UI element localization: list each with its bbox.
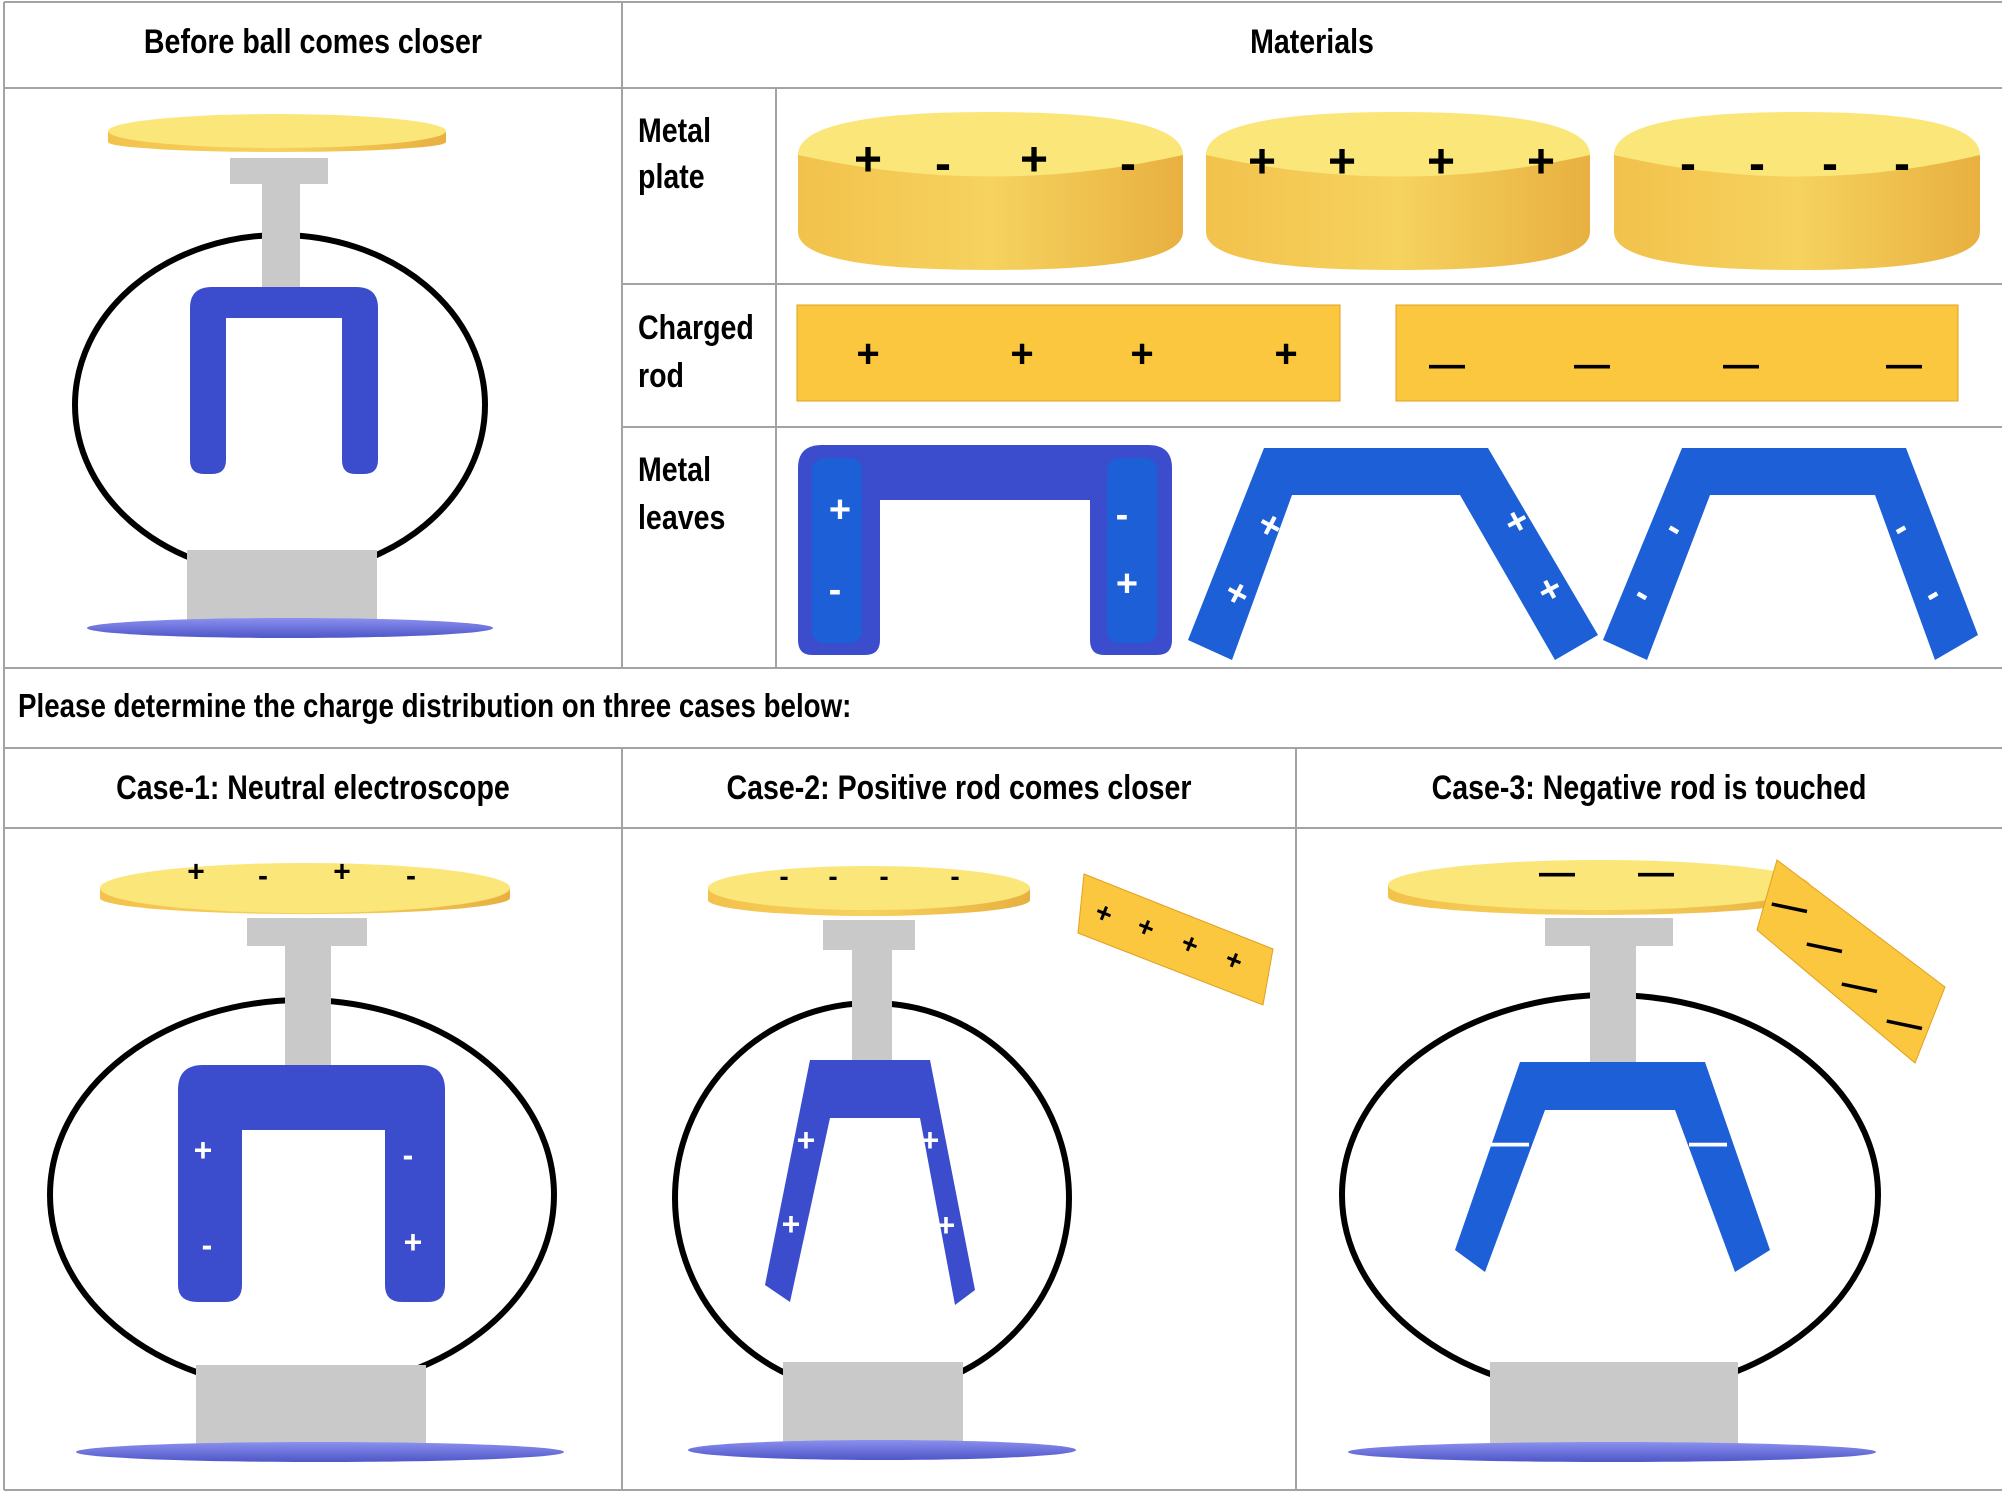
leaf-charge: + — [1116, 563, 1138, 605]
rod-charge: + — [856, 332, 879, 376]
rod-charge: — — [1429, 344, 1465, 385]
plate-charge: + — [854, 134, 882, 187]
material-plate-3 — [1614, 112, 1980, 270]
material-rod-positive — [796, 304, 1341, 402]
case3-rod — [1756, 859, 1946, 1064]
material-rod-negative — [1395, 304, 1959, 402]
material-leaves-spread-2 — [1603, 448, 1978, 660]
rod-charge: + — [1010, 332, 1033, 376]
plate-charge: + — [1527, 136, 1555, 189]
leaf-charge: - — [1116, 494, 1129, 536]
rod-charge: + — [1274, 332, 1297, 376]
case3-plate-charge: — — [1539, 852, 1575, 893]
plate-charge: - — [1749, 138, 1765, 191]
case2-plate-charge: - — [828, 861, 837, 892]
rod-charge: + — [1130, 332, 1153, 376]
leaves-u — [190, 287, 378, 474]
case1-leaf-charge: + — [194, 1132, 213, 1168]
plate-charge: - — [1822, 138, 1838, 191]
plate-charge: - — [935, 138, 951, 191]
case3-rod-charge: — — [1838, 961, 1882, 1009]
case2-rod — [1077, 873, 1274, 1006]
case1-leaf-charge: - — [202, 1227, 213, 1263]
rod-charge: — — [1886, 344, 1922, 385]
case2-plate-charge: - — [879, 861, 888, 892]
case3-rod-charge: — — [1883, 998, 1927, 1046]
label-metal-leaves-line2: leaves — [638, 499, 726, 537]
header-materials: Materials — [1250, 23, 1374, 61]
case3-leaf-charge: — — [1689, 1122, 1727, 1164]
case3-leaf-charge: — — [1491, 1122, 1529, 1164]
plate-top — [108, 114, 446, 148]
case2-leaf-charge: + — [937, 1207, 956, 1243]
stem — [262, 180, 300, 287]
before-electroscope — [72, 114, 493, 638]
label-metal-leaves: Metal leaves — [638, 446, 725, 542]
case1-plate-charge: - — [406, 860, 416, 893]
label-metal-plate-line1: Metal — [638, 112, 712, 150]
case3-title: Case-3: Negative rod is touched — [1431, 769, 1867, 807]
case3-plate-charge: — — [1638, 852, 1674, 893]
case1-leaf-charge: - — [403, 1137, 414, 1173]
case2-leaf-charge: + — [797, 1122, 816, 1158]
material-leaves-u — [798, 445, 1172, 655]
label-metal-plate-line2: plate — [638, 158, 705, 196]
rod-charge: — — [1723, 344, 1759, 385]
plate-charge: - — [1680, 138, 1696, 191]
material-plate-2 — [1206, 112, 1590, 270]
case1-leaf-charge: + — [404, 1224, 423, 1260]
plate-charge: - — [1120, 138, 1136, 191]
material-plate-1 — [798, 112, 1183, 270]
plate-charge: + — [1328, 136, 1356, 189]
case1-plate-charge: - — [258, 860, 268, 893]
plate-charge: + — [1248, 136, 1276, 189]
case2-plate-charge: - — [779, 861, 788, 892]
instruction-text: Please determine the charge distribution… — [18, 687, 852, 724]
case2-electroscope — [672, 866, 1274, 1460]
label-metal-plate: Metal plate — [638, 108, 711, 200]
label-charged-rod: Charged rod — [638, 304, 754, 400]
header-before: Before ball comes closer — [143, 23, 483, 61]
material-leaves-spread-1 — [1188, 448, 1598, 660]
plate-charge: - — [1894, 138, 1910, 191]
table-grid — [3, 1, 2002, 1491]
label-charged-rod-line2: rod — [638, 357, 685, 395]
label-charged-rod-line1: Charged — [638, 309, 754, 347]
case3-rod-charge: — — [1803, 921, 1847, 969]
leaf-charge: - — [829, 569, 842, 611]
case1-plate-charge: + — [333, 856, 351, 889]
plate-charge: + — [1020, 134, 1048, 187]
case2-plate-charge: - — [950, 861, 959, 892]
stem-collar — [230, 158, 328, 184]
base-block — [187, 550, 377, 620]
rod-charge: — — [1574, 344, 1610, 385]
case3-rod-charge: — — [1768, 881, 1812, 929]
material-plates — [798, 112, 1980, 270]
leaf-charge: + — [829, 489, 851, 531]
case1-plate-charge: + — [187, 856, 205, 889]
plate-charge: + — [1427, 136, 1455, 189]
case1-electroscope — [47, 863, 564, 1462]
case2-leaf-charge: + — [782, 1206, 801, 1242]
case1-title: Case-1: Neutral electroscope — [116, 769, 510, 807]
label-metal-leaves-line1: Metal — [638, 451, 712, 489]
base-disc — [87, 618, 493, 638]
case2-title: Case-2: Positive rod comes closer — [726, 769, 1192, 807]
case3-electroscope — [1339, 859, 1946, 1462]
case2-leaf-charge: + — [921, 1122, 940, 1158]
